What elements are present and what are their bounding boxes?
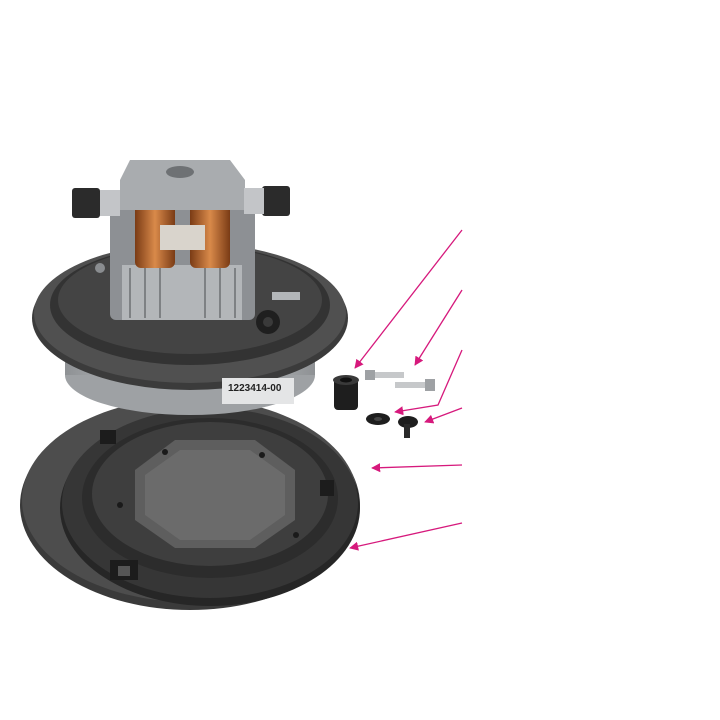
part-label: 1223414-00 — [222, 378, 294, 404]
motor-assembly — [32, 160, 348, 415]
leader-upper-gasket — [371, 463, 463, 473]
leader-rubber-grommet — [354, 229, 463, 369]
upper-gasket — [60, 408, 360, 606]
leader-washer — [394, 349, 463, 416]
leader-mounting-screws — [414, 289, 463, 366]
part-number-text: 1223414-00 — [228, 383, 282, 394]
leader-small-screw — [424, 407, 463, 424]
rubber-grommet — [333, 375, 359, 410]
leader-lower-gasket — [349, 522, 463, 551]
leader-lines — [349, 229, 463, 551]
washer — [366, 413, 390, 425]
mounting-screws — [365, 370, 435, 391]
small-screw — [398, 416, 418, 438]
